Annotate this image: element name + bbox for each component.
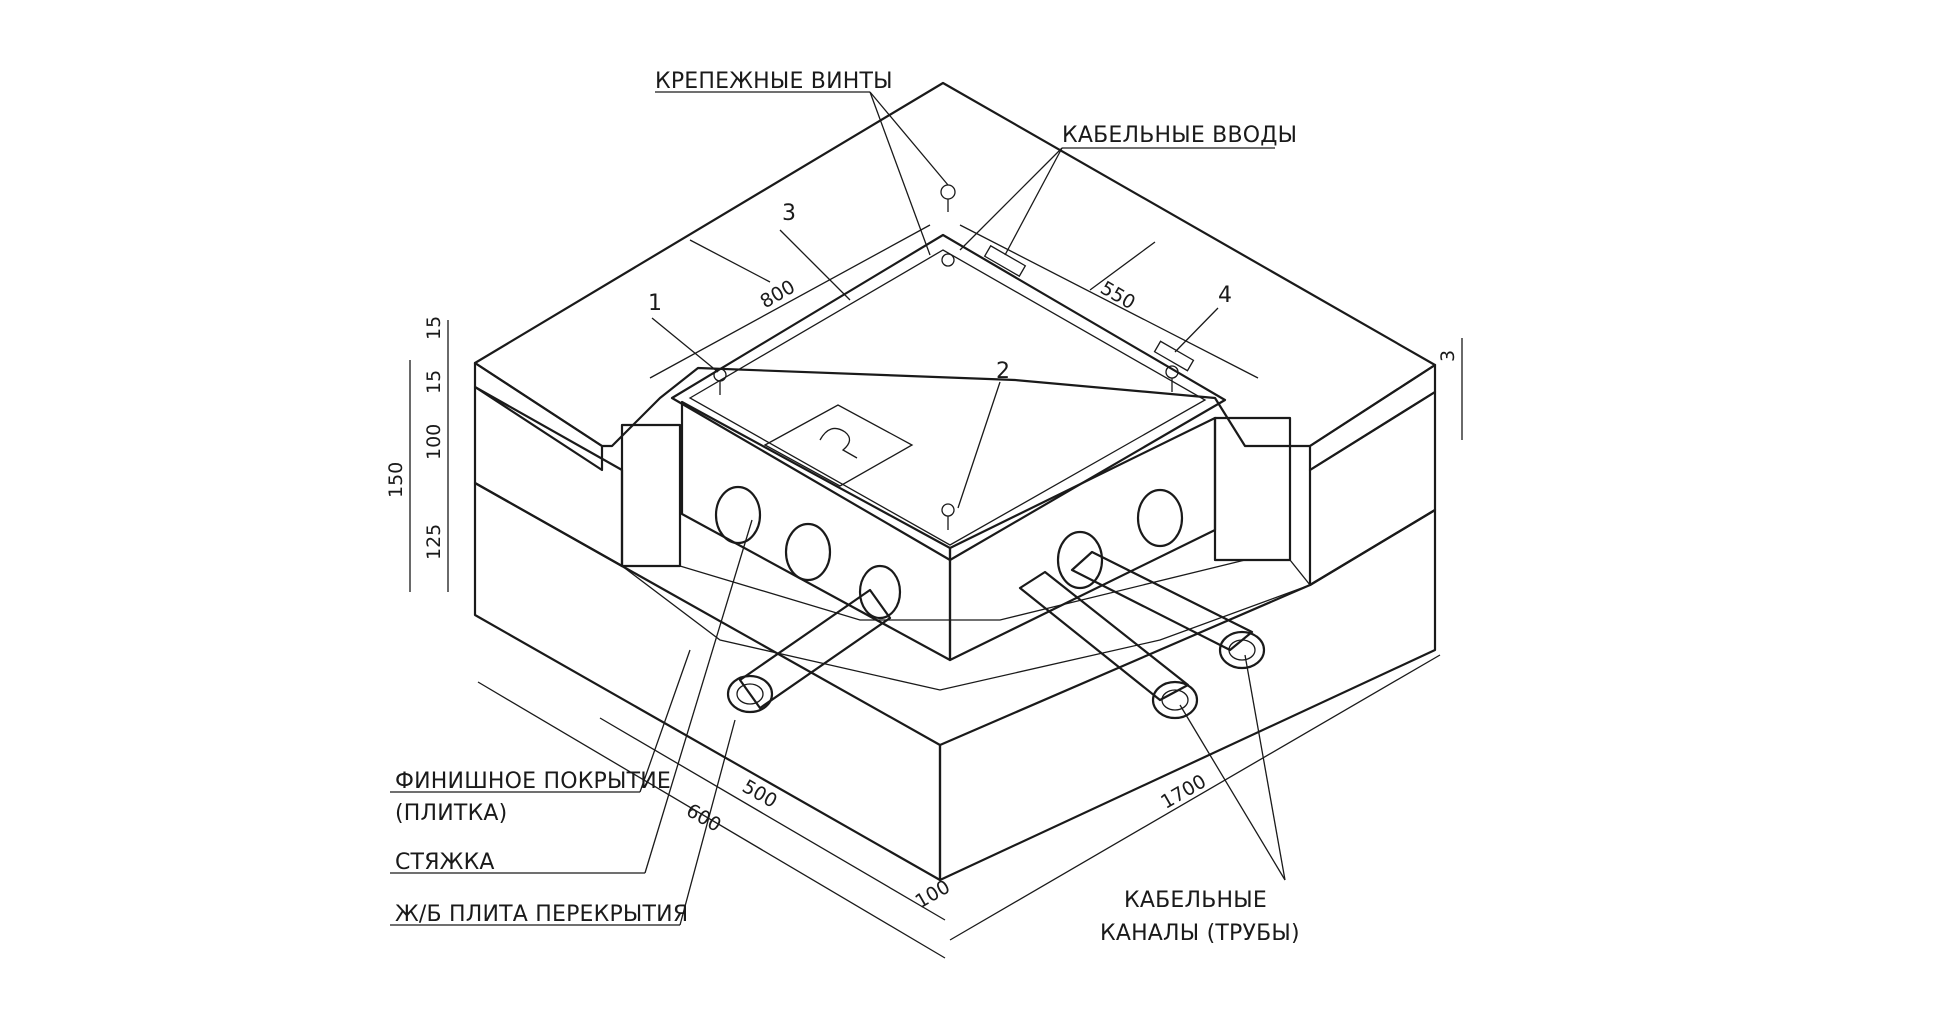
knockout-holes-right (1056, 488, 1184, 590)
dimension-text: 800 550 15 15 100 125 150 3 600 500 100 … (385, 276, 1459, 913)
cable-pipe-right-1 (1018, 570, 1199, 720)
dim-600: 600 (682, 799, 724, 836)
dimension-lines (409, 224, 1463, 959)
dim-125: 125 (423, 524, 445, 560)
cable-entry-icon (983, 244, 1027, 278)
dim-15b: 15 (423, 370, 445, 394)
dim-15a: 15 (423, 316, 445, 340)
dim-550: 550 (1097, 277, 1139, 314)
label-finish-line2: (ПЛИТКА) (395, 801, 507, 826)
callout-4: 4 (1218, 283, 1232, 308)
dim-3: 3 (1437, 350, 1459, 362)
dim-100b: 100 (912, 876, 954, 913)
callout-3: 3 (782, 201, 796, 226)
screw-icon (940, 184, 956, 200)
pit-floor (620, 559, 1312, 691)
label-cable-entries: КАБЕЛЬНЫЕ ВВОДЫ (1062, 123, 1297, 148)
label-channels-line1: КАБЕЛЬНЫЕ (1124, 888, 1267, 913)
dim-1700: 1700 (1157, 770, 1210, 813)
label-slab: Ж/Б ПЛИТА ПЕРЕКРЫТИЯ (395, 902, 688, 927)
left-cut-section (473, 361, 942, 882)
label-screws: КРЕПЕЖНЫЕ ВИНТЫ (655, 69, 893, 94)
dim-100: 100 (423, 424, 445, 460)
cable-pipes (726, 550, 1266, 720)
callout-1: 1 (648, 291, 662, 316)
cable-pipe-left (726, 588, 892, 714)
callout-numbers: 3 1 2 4 (648, 201, 1232, 384)
cable-entry-icons (983, 244, 1195, 372)
leader-lines (390, 91, 1286, 926)
floor-box (670, 233, 1227, 662)
floor-tile-top (473, 81, 1437, 448)
callout-2: 2 (996, 359, 1010, 384)
screw-icon (941, 503, 955, 517)
label-channels-line2: КАНАЛЫ (ТРУБЫ) (1100, 921, 1300, 946)
cable-pipe-right-2 (1070, 550, 1266, 670)
label-screed: СТЯЖКА (395, 850, 495, 875)
knockout-holes-left (714, 485, 902, 620)
text-labels: КРЕПЕЖНЫЕ ВИНТЫ КАБЕЛЬНЫЕ ВВОДЫ ФИНИШНОЕ… (395, 69, 1300, 946)
dim-500: 500 (738, 775, 780, 812)
label-finish-line1: ФИНИШНОЕ ПОКРЫТИЕ (395, 769, 671, 794)
right-cut-section (938, 363, 1437, 882)
dim-800: 800 (757, 276, 799, 313)
screw-icon (941, 253, 955, 267)
dim-150: 150 (385, 462, 407, 498)
